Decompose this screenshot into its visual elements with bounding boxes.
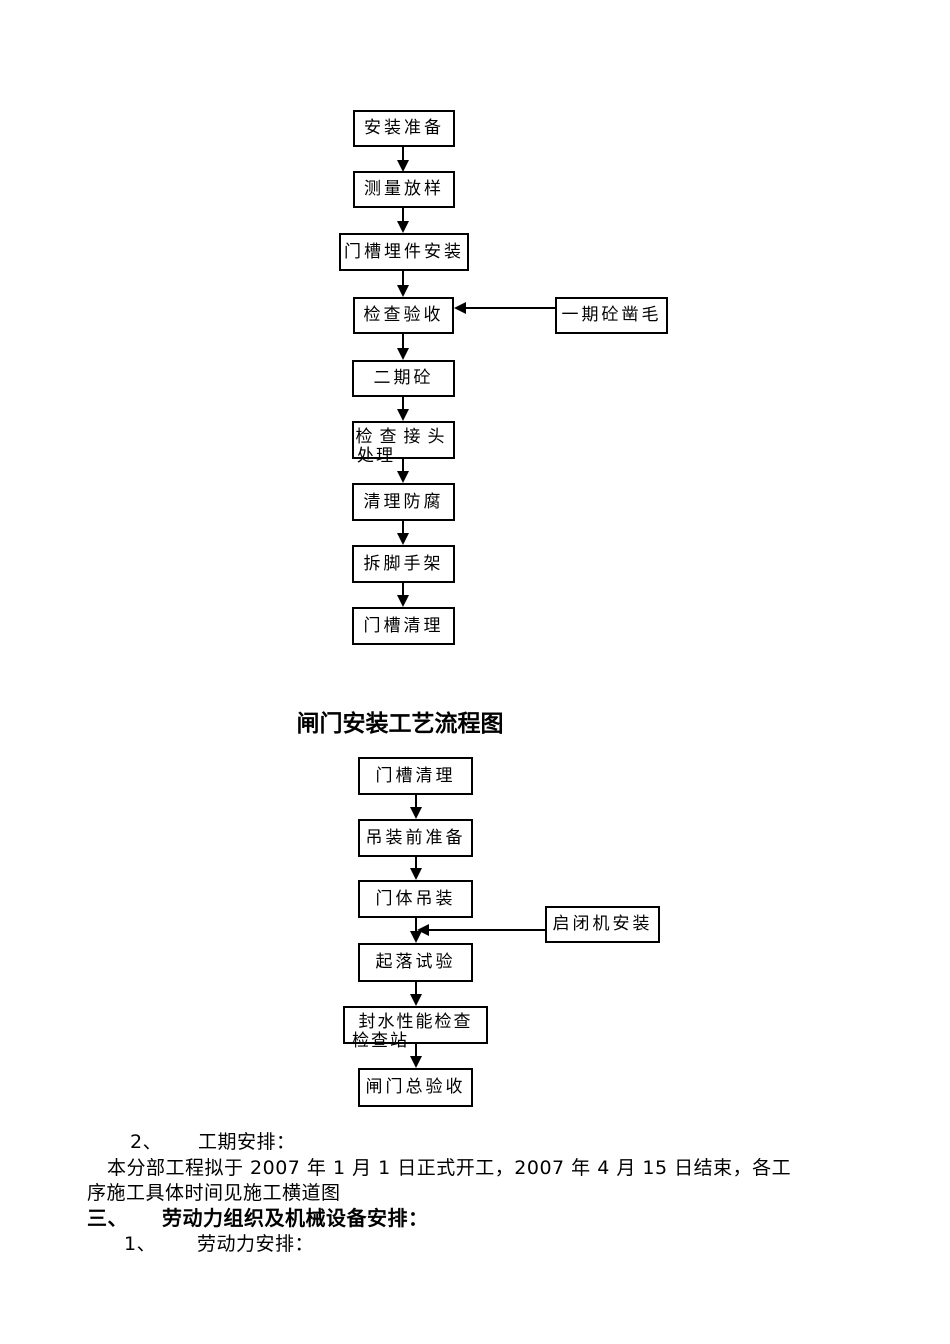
flow-step-label-overflow: 检查站 [352, 1031, 409, 1051]
flow-connector-line [429, 929, 545, 931]
flow-connector-line [415, 857, 417, 868]
flow-step-box-pre-hoist-prep: 吊装前准备 [358, 819, 473, 857]
flow-step-box-clean-anticorrosion: 清理防腐 [352, 483, 455, 521]
flow-step-box-lift-lower-test: 起落试验 [358, 943, 473, 982]
flow-step-box-gate-body-hoisting: 门体吊装 [358, 880, 473, 918]
section-number: 三、 [87, 1206, 128, 1230]
flow-step-box-slot-embedded-parts-install: 门槽埋件安装 [339, 233, 469, 271]
flow-step-box-gate-final-acceptance: 闸门总验收 [358, 1068, 473, 1107]
arrowhead-down-icon [397, 348, 409, 360]
flow-step-box-water-seal-check: 封水性能检查 检查站 [343, 1006, 488, 1051]
flow-step-label: 封水性能检查 [358, 1012, 473, 1032]
flow-connector-line [402, 147, 404, 160]
flow-connector-line [402, 583, 404, 595]
flow-connector-line [466, 307, 555, 309]
flow-connector-line [415, 1044, 417, 1056]
flow-step-box-check-joint-treatment: 检查接头 处理 [352, 421, 455, 466]
arrowhead-down-icon [410, 868, 422, 880]
arrowhead-down-icon [397, 471, 409, 483]
flow-step-box-install-prep: 安装准备 [353, 110, 455, 147]
arrowhead-down-icon [397, 595, 409, 607]
arrowhead-down-icon [410, 994, 422, 1006]
flow-connector-line [415, 918, 417, 931]
list-item-title: 劳动力安排： [197, 1233, 315, 1255]
flow-step-label-overflow: 处理 [357, 446, 395, 466]
arrowhead-down-icon [410, 931, 422, 943]
list-number: 1、 [124, 1233, 157, 1255]
list-number: 2、 [130, 1131, 163, 1153]
paragraph-schedule-text-line2: 序施工具体时间见施工横道图 [87, 1182, 341, 1204]
arrowhead-down-icon [397, 160, 409, 172]
flow-step-box-survey-layout: 测量放样 [353, 171, 455, 208]
paragraph-schedule-text-line1: 本分部工程拟于 2007 年 1 月 1 日正式开工，2007 年 4 月 15… [107, 1157, 792, 1179]
section-heading-3-labor-machinery: 三、 劳动力组织及机械设备安排： [87, 1206, 429, 1231]
flow-step-box-remove-scaffold: 拆脚手架 [352, 545, 455, 583]
arrowhead-down-icon [397, 221, 409, 233]
flow-step-box-slot-cleaning: 门槽清理 [352, 607, 455, 645]
flow-step-box-inspection-acceptance: 检查验收 [353, 297, 454, 334]
arrowhead-down-icon [410, 1056, 422, 1068]
flow-step-label: 检查接头 [355, 427, 452, 447]
flow-connector-line [415, 982, 417, 994]
flow-connector-line [402, 397, 404, 409]
flow-step-box-second-stage-concrete: 二期砼 [352, 360, 455, 397]
flow-side-box-first-stage-concrete: 一期砼凿毛 [555, 297, 668, 334]
flow-connector-line [402, 521, 404, 533]
list-item-2-schedule: 2、 工期安排： [130, 1130, 296, 1155]
list-item-1-labor-arrangement: 1、 劳动力安排： [124, 1232, 314, 1257]
figure-title: 闸门安装工艺流程图 [296, 711, 504, 737]
arrowhead-down-icon [397, 533, 409, 545]
flow-connector-line [402, 459, 404, 471]
arrowhead-left-icon [454, 302, 466, 314]
arrowhead-down-icon [410, 807, 422, 819]
flow-connector-line [402, 334, 404, 348]
flow-step-box-gate-slot-cleaning: 门槽清理 [358, 757, 473, 795]
section-heading-title: 劳动力组织及机械设备安排： [162, 1206, 429, 1230]
flow-connector-line [402, 271, 404, 285]
flow-connector-line [415, 795, 417, 807]
flow-side-box-hoist-install: 启闭机安装 [545, 906, 660, 943]
arrowhead-down-icon [397, 409, 409, 421]
arrowhead-down-icon [397, 285, 409, 297]
list-item-title: 工期安排： [198, 1131, 296, 1153]
flow-connector-line [402, 208, 404, 221]
